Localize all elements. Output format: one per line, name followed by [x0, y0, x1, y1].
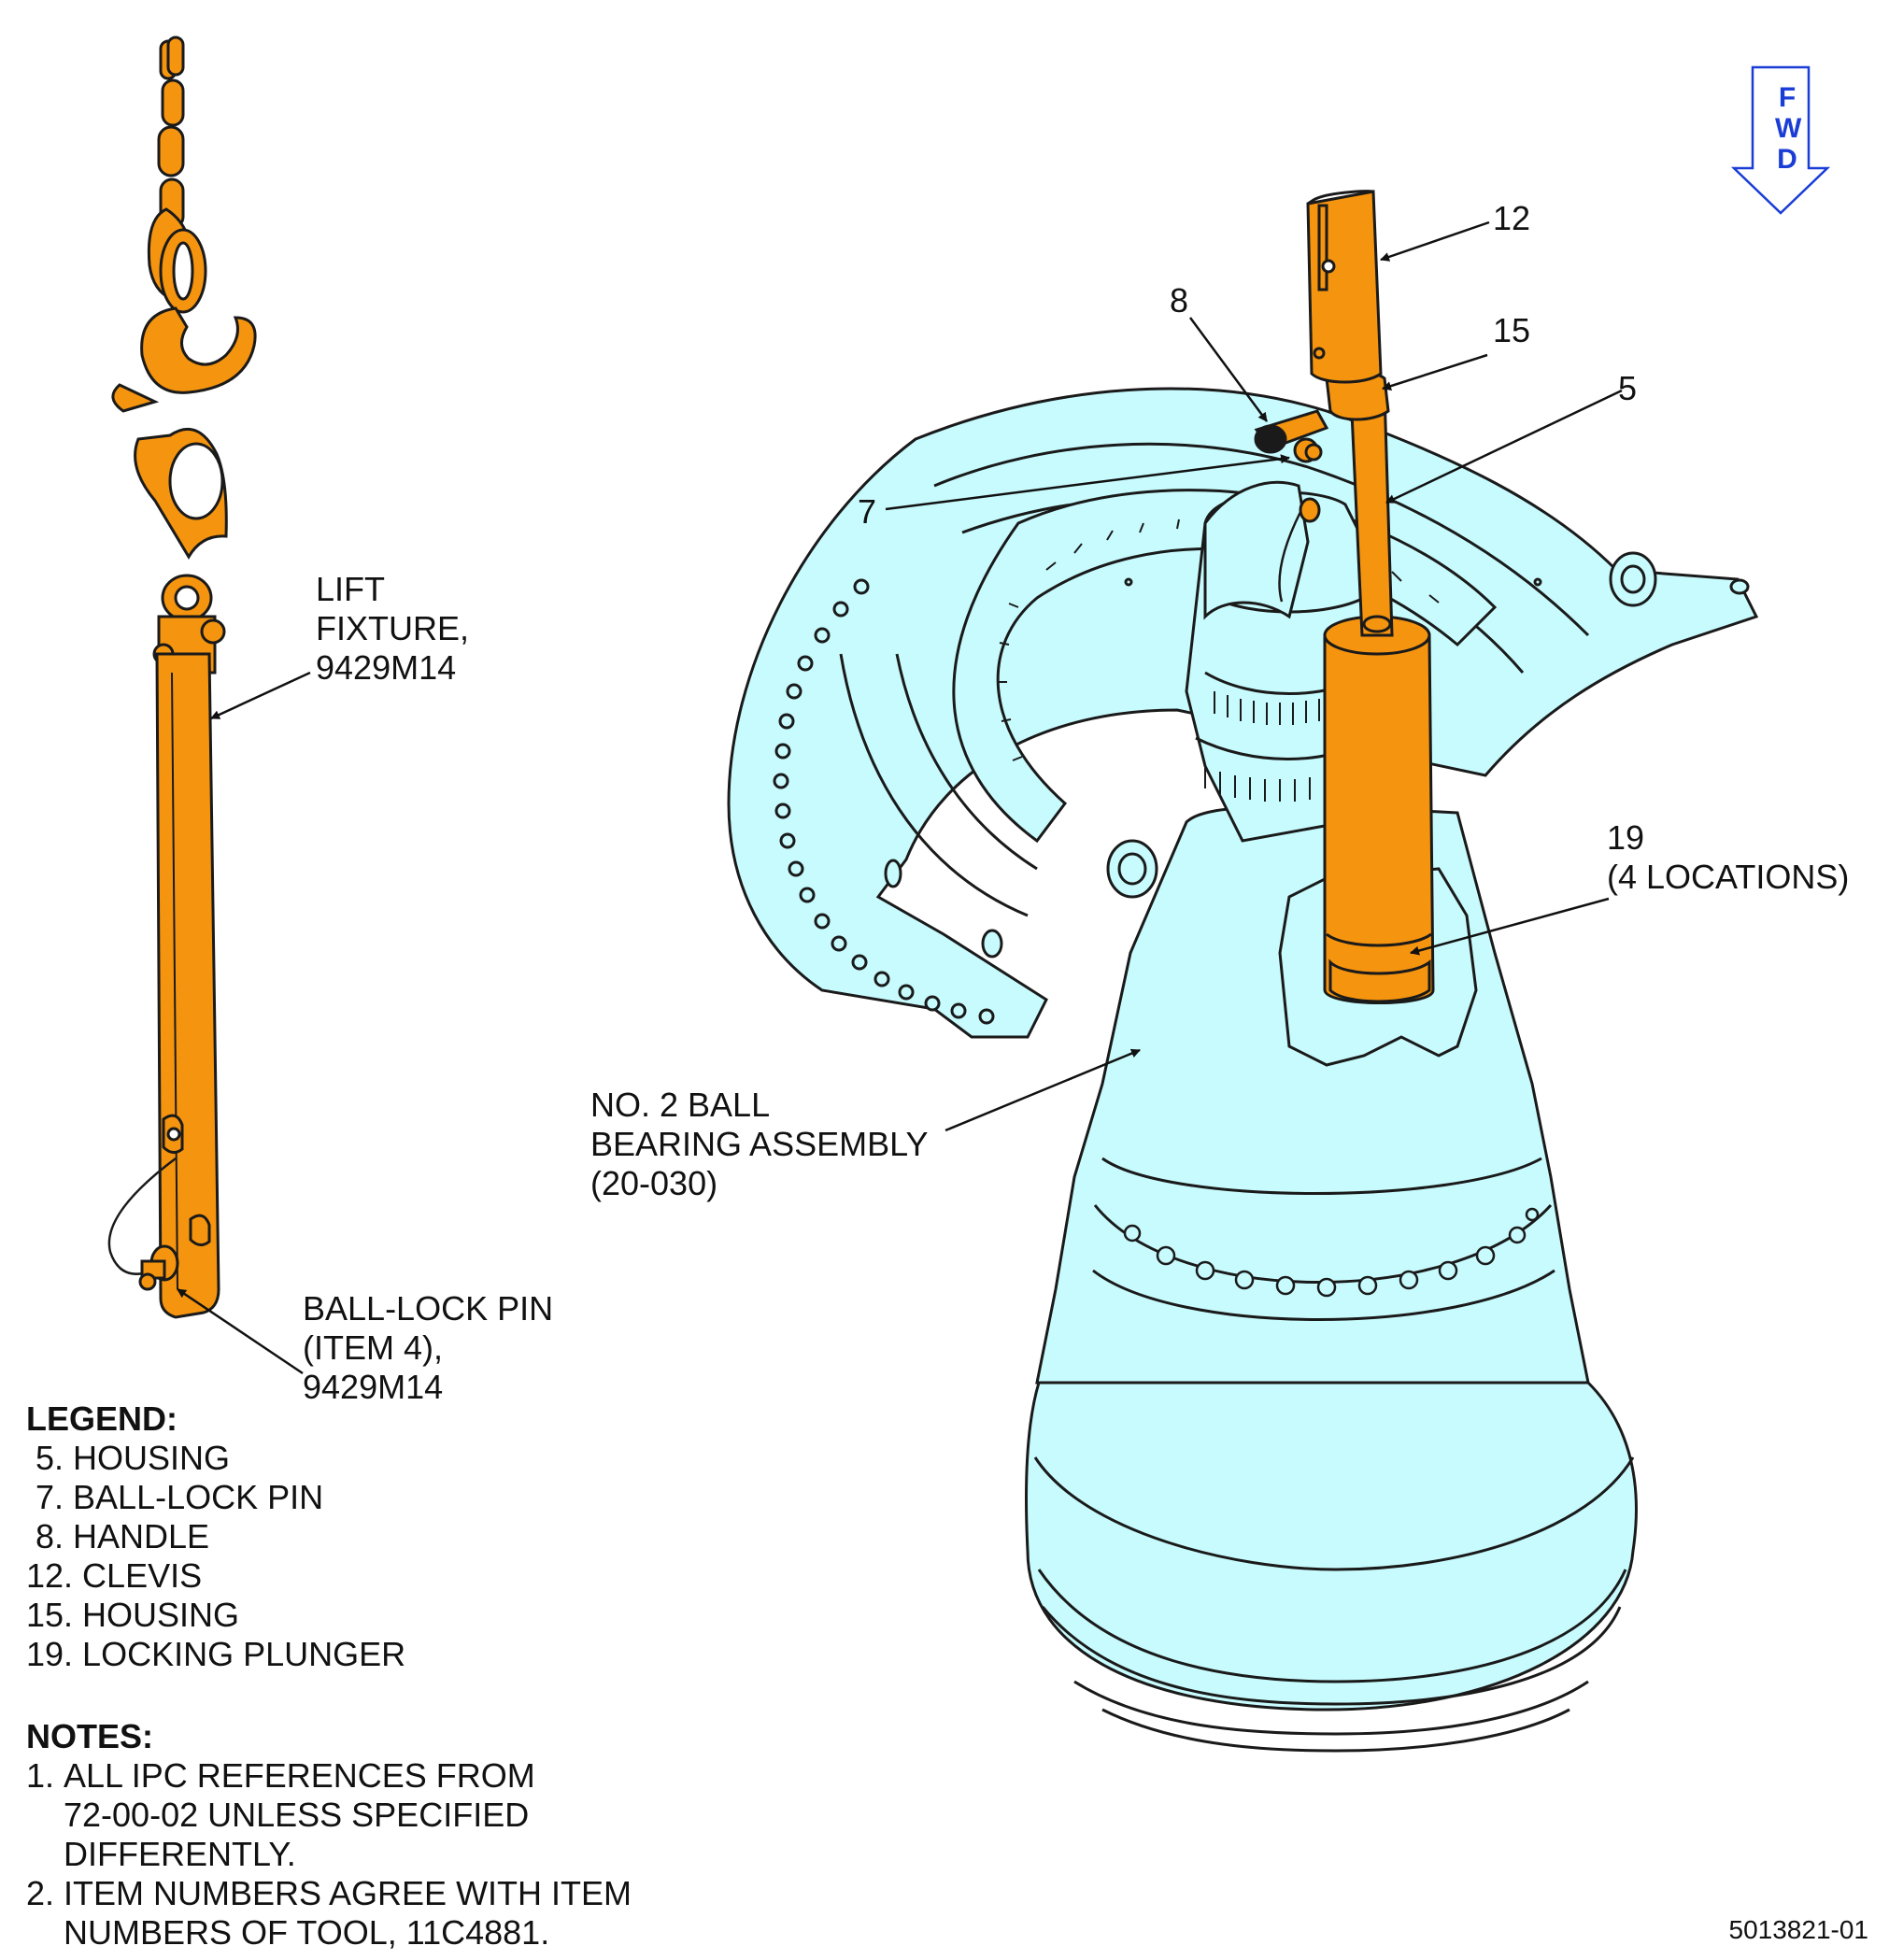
- leader-lines: [177, 220, 1623, 1375]
- callout-item-7: 7: [858, 492, 877, 531]
- legend-item: 5. HOUSING: [26, 1439, 231, 1477]
- notes: NOTES: 1. ALL IPC REFERENCES FROM 72-00-…: [26, 1717, 632, 1953]
- lift-fixture: [107, 36, 257, 1319]
- lift-bar: [155, 652, 220, 1319]
- callout-item-15: 15: [1493, 311, 1531, 349]
- legend-title: LEGEND:: [26, 1399, 178, 1438]
- fwd-letter: F: [1778, 82, 1797, 113]
- note-text: ALL IPC REFERENCES FROM 72-00-02 UNLESS …: [64, 1756, 535, 1873]
- callout-ball-lock-pin: BALL-LOCK PIN (ITEM 4), 9429M14: [303, 1289, 554, 1406]
- callout-item-12: 12: [1493, 199, 1531, 237]
- fwd-letter: D: [1777, 144, 1797, 175]
- note-number: 2.: [26, 1874, 55, 1912]
- callout-lift-fixture: LIFT FIXTURE, 9429M14: [316, 570, 470, 687]
- bearing-assembly: [727, 387, 1759, 1753]
- fwd-letter: W: [1775, 113, 1802, 144]
- skirt: [1025, 1381, 1638, 1711]
- chain: [147, 36, 207, 314]
- note-item: 2. ITEM NUMBERS AGREE WITH ITEM NUMBERS …: [26, 1874, 632, 1953]
- callout-bearing-assembly: NO. 2 BALL BEARING ASSEMBLY (20-030): [590, 1086, 929, 1202]
- ball-lock-pin-small: [138, 1244, 179, 1291]
- legend: LEGEND: 5. HOUSING 7. BALL-LOCK PIN 8. H…: [26, 1399, 405, 1674]
- hook: [111, 306, 257, 560]
- note-text: ITEM NUMBERS AGREE WITH ITEM NUMBERS OF …: [64, 1874, 632, 1952]
- notes-title: NOTES:: [26, 1717, 154, 1755]
- note-number: 1.: [26, 1756, 55, 1795]
- figure-number: 5013821-01: [1728, 1915, 1868, 1944]
- legend-item: 12. CLEVIS: [26, 1556, 203, 1595]
- callout-item-19: 19 (4 LOCATIONS): [1607, 818, 1850, 896]
- legend-item: 8. HANDLE: [26, 1517, 210, 1555]
- flange-holes: [773, 578, 995, 1025]
- legend-item: 15. HOUSING: [26, 1596, 240, 1634]
- callout-item-8: 8: [1170, 281, 1189, 320]
- note-item: 1. ALL IPC REFERENCES FROM 72-00-02 UNLE…: [26, 1756, 632, 1874]
- tool-assembly: [1254, 190, 1435, 1004]
- callout-item-5: 5: [1618, 369, 1638, 407]
- legend-item: 19. LOCKING PLUNGER: [26, 1635, 406, 1673]
- legend-item: 7. BALL-LOCK PIN: [26, 1478, 324, 1516]
- fwd-label: F W D: [1775, 82, 1802, 175]
- band-holes: [1123, 1207, 1540, 1298]
- fwd-arrow-icon: [1730, 65, 1831, 215]
